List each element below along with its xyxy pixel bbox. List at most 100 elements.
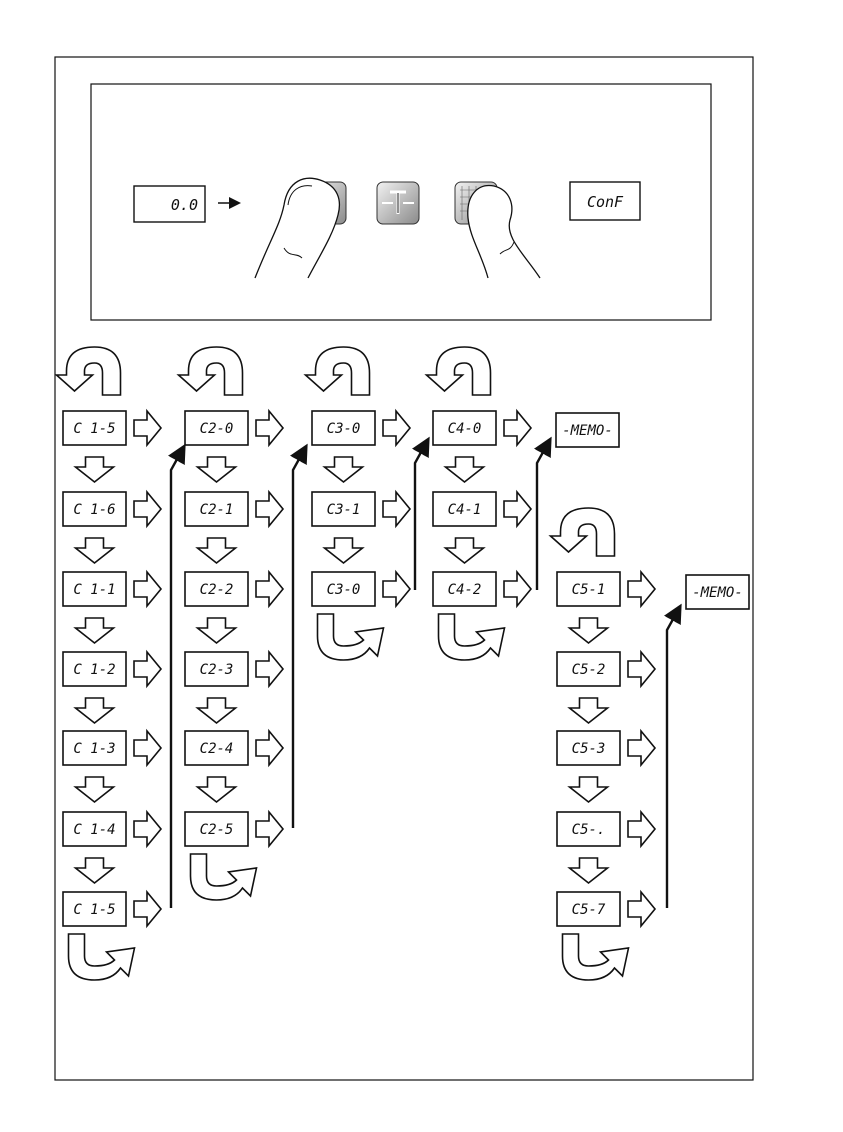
menu-display-c3-label: C3-0 [327,582,361,598]
menu-display-c1-label: C 1-2 [73,662,115,678]
loop-bottom-icon [69,934,135,980]
next-arrow-icon [256,572,283,606]
memo-display: -MEMO- [556,413,619,447]
down-arrow-icon [570,698,608,723]
menu-display-c4: C4-1 [433,492,496,526]
down-arrow-icon [76,858,114,883]
next-arrow-icon [134,652,161,686]
menu-display-c4-label: C4-0 [448,421,482,437]
menu-display-c1-label: C 1-3 [73,741,115,757]
connector-line [667,612,677,908]
loop-bottom-icon [563,934,629,980]
next-arrow-icon [628,731,655,765]
menu-display-c1-label: C 1-5 [73,421,115,437]
down-arrow-icon [76,698,114,723]
memo-display: -MEMO- [686,575,749,609]
menu-display-c5-label: C5-2 [572,662,606,678]
loop-top-icon [551,508,615,556]
result-display-value: ConF [587,193,624,211]
down-arrow-icon [325,538,363,563]
next-arrow-icon [256,411,283,445]
down-arrow-icon [198,777,236,802]
down-arrow-icon [76,538,114,563]
down-arrow-icon [446,457,484,482]
menu-display-c1-label: C 1-5 [73,902,115,918]
down-arrow-icon [76,618,114,643]
down-arrow-icon [76,457,114,482]
menu-display-c1: C 1-4 [63,812,126,846]
menu-display-c4-label: C4-1 [448,502,482,518]
connector-line [415,445,425,590]
menu-flow: C 1-5C 1-6C 1-1C 1-2C 1-3C 1-4C 1-5C2-0C… [57,347,750,980]
menu-display-c2-label: C2-1 [200,502,234,518]
loop-top-icon [179,347,243,395]
menu-display-c2-label: C2-2 [200,582,234,598]
menu-display-c5-label: C5-7 [572,902,606,918]
menu-display-c2-label: C2-0 [200,421,234,437]
next-arrow-icon [256,652,283,686]
down-arrow-icon [76,777,114,802]
menu-display-c1-label: C 1-4 [73,822,115,838]
menu-display-c1-label: C 1-1 [73,582,115,598]
result-display: ConF [570,182,640,220]
loop-top-icon [306,347,370,395]
next-arrow-icon [134,411,161,445]
menu-display-c1: C 1-3 [63,731,126,765]
menu-display-c2: C2-1 [185,492,248,526]
loop-top-icon [57,347,121,395]
menu-display-c5: C5-3 [557,731,620,765]
next-arrow-icon [628,572,655,606]
next-arrow-icon [134,812,161,846]
connector-line [293,452,303,828]
down-arrow-icon [198,538,236,563]
next-arrow-icon [504,492,531,526]
menu-display-c2-label: C2-4 [200,741,234,757]
start-display-value: 0.0 [171,196,198,214]
menu-display-c5-label: C5-1 [572,582,606,598]
start-display: 0.0 [134,186,205,222]
menu-display-c5: C5-2 [557,652,620,686]
finger-icon [255,178,339,278]
next-arrow-icon [256,492,283,526]
menu-display-c1: C 1-5 [63,892,126,926]
menu-display-c4: C4-0 [433,411,496,445]
memo-display-label: -MEMO- [562,423,613,439]
menu-display-c1-label: C 1-6 [73,502,115,518]
next-arrow-icon [383,411,410,445]
menu-display-c5: C5-. [557,812,620,846]
next-arrow-icon [256,731,283,765]
menu-display-c3-label: C3-1 [327,502,361,518]
menu-display-c5-label: C5-. [572,822,606,838]
finger-icon [468,186,540,278]
memo-display-label: -MEMO- [692,585,743,601]
next-arrow-icon [628,812,655,846]
next-arrow-icon [134,892,161,926]
tare-key-icon[interactable] [377,182,419,224]
menu-display-c2: C2-0 [185,411,248,445]
down-arrow-icon [570,618,608,643]
connector-line [171,452,181,908]
menu-display-c3: C3-0 [312,572,375,606]
down-arrow-icon [570,858,608,883]
menu-display-c2: C2-2 [185,572,248,606]
next-arrow-icon [134,492,161,526]
key-pressed-right[interactable] [455,182,540,278]
menu-display-c2: C2-5 [185,812,248,846]
loop-bottom-icon [439,614,505,660]
next-arrow-icon [256,812,283,846]
down-arrow-icon [198,457,236,482]
menu-display-c3: C3-1 [312,492,375,526]
key-pressed-left[interactable] [255,178,346,278]
menu-display-c2: C2-3 [185,652,248,686]
next-arrow-icon [504,572,531,606]
down-arrow-icon [198,698,236,723]
next-arrow-icon [628,892,655,926]
loop-bottom-icon [318,614,384,660]
menu-display-c5: C5-1 [557,572,620,606]
loop-top-icon [427,347,491,395]
menu-display-c3-label: C3-0 [327,421,361,437]
menu-display-c3: C3-0 [312,411,375,445]
next-arrow-icon [504,411,531,445]
menu-display-c1: C 1-6 [63,492,126,526]
menu-display-c5: C5-7 [557,892,620,926]
